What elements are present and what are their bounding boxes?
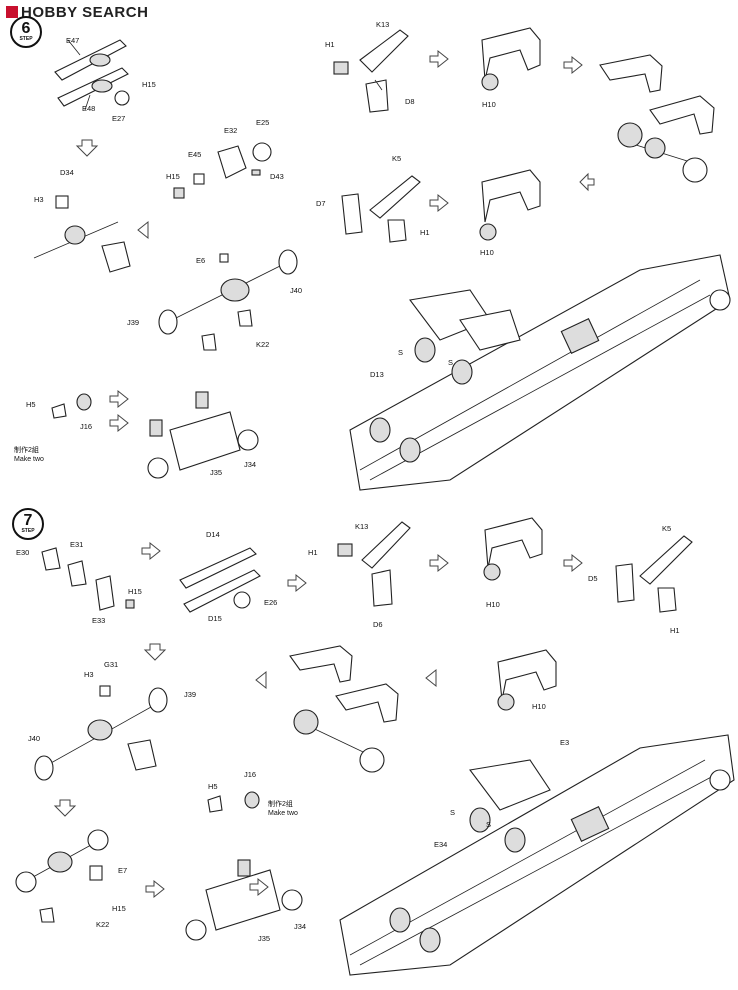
label-h15: H15: [128, 587, 142, 596]
label-h1: H1: [670, 626, 680, 635]
axle-housing-e47-e48: [54, 39, 130, 111]
rocker-h10-c: [483, 517, 543, 581]
label-e33: E33: [92, 616, 106, 625]
diff-parts-e32: [173, 142, 272, 199]
axle-housing-d14-d15: [179, 547, 261, 613]
label-e26: E26: [264, 598, 278, 607]
label-d8: D8: [405, 97, 415, 106]
assembled-suspension-step7: [185, 859, 303, 941]
bracket-k13-d6: [337, 521, 411, 607]
assembled-axle-top: [599, 54, 715, 183]
label-j39: J39: [127, 318, 140, 327]
label-s: S: [486, 820, 492, 829]
parts-h5-j16: [51, 393, 92, 419]
label-k22: K22: [96, 920, 110, 929]
label-d13: D13: [370, 370, 384, 379]
label-e31: E31: [70, 540, 84, 549]
label-d43: D43: [270, 172, 284, 181]
header: HOBBY SEARCH: [6, 4, 148, 21]
bracket-k5-d5: [615, 535, 693, 613]
label-d5: D5: [588, 574, 598, 583]
label-e6: E6: [196, 256, 206, 265]
assembled-axle-step7: [289, 645, 399, 773]
label-j34: J34: [294, 922, 307, 931]
label-h10: H10: [486, 600, 500, 609]
label-h1: H1: [325, 40, 335, 49]
label-k22: K22: [256, 340, 270, 349]
label-d14: D14: [206, 530, 220, 539]
label-h3: H3: [84, 670, 94, 679]
label-j40: J40: [28, 734, 41, 743]
label-e25: E25: [256, 118, 270, 127]
label-h1: H1: [420, 228, 430, 237]
label-j35: J35: [258, 934, 271, 943]
label-h15: H15: [142, 80, 156, 89]
label-s: S: [448, 358, 454, 367]
bracket-k5-d7: [341, 175, 421, 243]
label-h15: H15: [112, 904, 126, 913]
chassis-frame-step6: [349, 254, 731, 491]
label-s: S: [398, 348, 404, 357]
label-k5: K5: [662, 524, 672, 533]
label-h10: H10: [482, 100, 496, 109]
label-e45: E45: [188, 150, 202, 159]
label-e34: E34: [434, 840, 448, 849]
label-e27: E27: [112, 114, 126, 123]
label-j39: J39: [184, 690, 197, 699]
label-e47: E47: [66, 36, 80, 45]
label-j34: J34: [244, 460, 257, 469]
brand-logo[interactable]: HOBBY SEARCH: [6, 4, 148, 21]
label-d15: D15: [208, 614, 222, 623]
axle-h3-g31: [34, 685, 168, 781]
axle-middle-j39-j40: [158, 249, 298, 351]
label-j16: J16: [244, 770, 257, 779]
label-h5: H5: [208, 782, 218, 791]
label-e3: E3: [560, 738, 570, 747]
label-e32: E32: [224, 126, 238, 135]
label-e48: E48: [82, 104, 96, 113]
label-j40: J40: [290, 286, 303, 295]
label-g31: G31: [104, 660, 119, 669]
label-h3: H3: [34, 195, 44, 204]
label-d7: D7: [316, 199, 326, 208]
label-h1: H1: [308, 548, 318, 557]
label-k13: K13: [376, 20, 390, 29]
label-e7: E7: [118, 866, 128, 875]
label-h10: H10: [480, 248, 494, 257]
label-d6: D6: [373, 620, 383, 629]
axle-d34: [33, 195, 131, 273]
rocker-h10-d: [497, 649, 557, 711]
label-h10: H10: [532, 702, 546, 711]
chassis-frame-step7: [339, 734, 735, 976]
label-h5: H5: [26, 400, 36, 409]
parts-h5-j16-b: [207, 791, 260, 813]
label-s: S: [450, 808, 456, 817]
bracket-k13-d8: [333, 29, 409, 113]
label-j35: J35: [210, 468, 223, 477]
rocker-h10-a: [481, 27, 541, 91]
label-d34: D34: [60, 168, 74, 177]
assembled-suspension-step6: [147, 391, 259, 479]
label-h15: H15: [166, 172, 180, 181]
label-e30: E30: [16, 548, 30, 557]
flow-arrows: [53, 49, 595, 899]
label-k5: K5: [392, 154, 402, 163]
assembled-axle-k22: [15, 829, 109, 923]
label-j16: J16: [80, 422, 93, 431]
label-k13: K13: [355, 522, 369, 531]
parts-e30-e31-e33: [41, 547, 135, 611]
rocker-h10-b: [479, 169, 541, 241]
